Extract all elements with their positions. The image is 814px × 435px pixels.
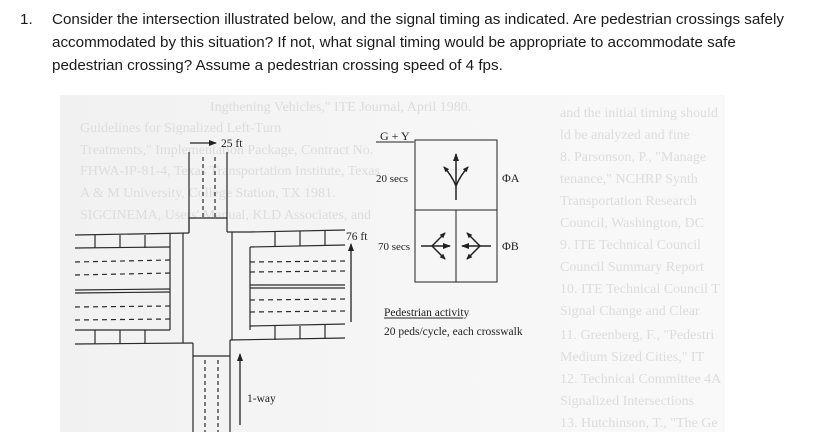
question: 1. Consider the intersection illustrated… — [20, 8, 800, 77]
bleed-through-text: ld be analyzed and fine — [560, 128, 690, 143]
road-geometry — [74, 152, 346, 432]
bleed-through-text: Signalized Intersections — [560, 394, 695, 409]
one-way-label: 1-way — [247, 393, 276, 405]
bleed-through-text: Treatments," Implementation Package, Con… — [80, 143, 374, 158]
bleed-through-text: A & M University, College Station, TX 19… — [80, 186, 336, 201]
phase-a-duration: 20 secs — [376, 173, 408, 185]
question-text: Consider the intersection illustrated be… — [52, 11, 784, 74]
phase-b-duration: 70 secs — [378, 241, 410, 253]
phase-b-movement-arrows-icon — [421, 232, 491, 260]
bleed-through-text: tenance," NCHRP Synth — [560, 172, 698, 187]
bleed-through-text: Guidelines for Signalized Left-Turn — [80, 121, 282, 136]
bleed-through-text: 10. ITE Technical Council T — [560, 282, 720, 297]
bleed-through-text: and the initial timing should — [560, 106, 718, 121]
bleed-through-text: Council, Washington, DC — [560, 216, 705, 231]
bleed-through-text: Transportation Research — [560, 194, 697, 209]
bleed-through-text: Council Summary Report — [560, 260, 704, 275]
phase-diagram-grid — [414, 139, 498, 283]
phase-b-name: ΦB — [502, 239, 519, 253]
bleed-through-text: 11. Greenberg, F., "Pedestri — [560, 328, 715, 343]
bleed-through-text: Ingthening Vehicles," ITE Journal, April… — [210, 100, 472, 115]
bleed-through-text: SIGCINEMA, Users' Manual, KLD Associates… — [80, 208, 372, 223]
question-number: 1. — [20, 11, 33, 28]
bleed-through-text: 12. Technical Committee 4A — [560, 372, 722, 387]
bleed-through-text: Medium Sized Cities," IT — [560, 350, 705, 365]
bleed-through-text: 9. ITE Technical Council — [560, 238, 702, 253]
scanned-figure-background: Ingthening Vehicles," ITE Journal, April… — [60, 95, 725, 432]
phase-a-name: ΦA — [502, 171, 520, 185]
pedestrian-detail: 20 peds/cycle, each crosswalk — [384, 326, 523, 338]
bleed-through-text: 8. Parsonson, P., "Manage — [560, 150, 707, 165]
dimension-label-76ft: 76 ft — [346, 231, 368, 243]
bleed-through-text: 13. Hutchinson, T., "The Ge — [560, 416, 718, 431]
phase-a-movement-arrows-icon — [443, 153, 469, 200]
bleed-through-text: Signal Change and Clear — [560, 304, 700, 319]
signal-table-header: G + Y — [380, 129, 410, 143]
bleed-through-text: FHWA-IP-81-4, Texas Transportation Insti… — [80, 164, 381, 179]
pedestrian-heading: Pedestrian activity — [384, 307, 470, 319]
dimension-label-25ft: 25 ft — [221, 138, 243, 150]
